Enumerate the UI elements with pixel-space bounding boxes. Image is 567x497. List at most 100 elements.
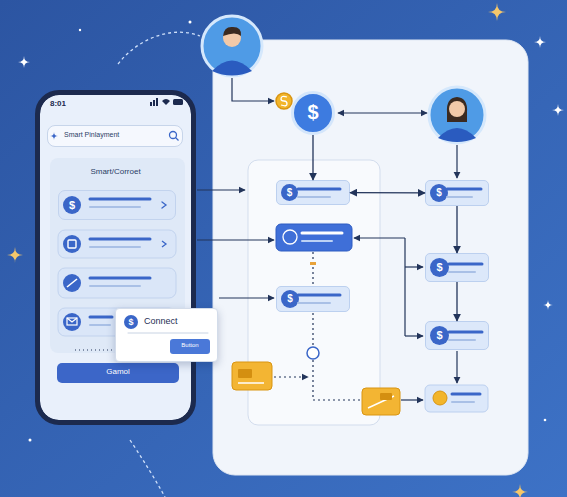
flow-arrow xyxy=(456,206,457,253)
sparkle xyxy=(534,36,546,48)
list-card xyxy=(67,318,77,322)
dollar-icon: $ xyxy=(281,290,299,308)
connector-line xyxy=(312,313,313,346)
text-line xyxy=(90,206,140,208)
text-line xyxy=(449,271,475,273)
connector-line xyxy=(232,78,274,101)
flow-arrow xyxy=(456,282,457,321)
list-card xyxy=(63,235,81,253)
flow-box: $ xyxy=(425,253,489,282)
dollar-icon: $ xyxy=(430,326,449,345)
flow-box xyxy=(302,232,342,235)
list-card xyxy=(67,279,77,287)
flow-box xyxy=(276,224,488,412)
dotted-leader xyxy=(75,350,113,351)
list-card xyxy=(90,277,150,280)
list-card xyxy=(90,285,140,287)
connector-line xyxy=(456,351,457,383)
flow-box: $ xyxy=(276,286,350,312)
connector-line xyxy=(197,189,245,190)
list-card xyxy=(63,313,81,331)
sparkle xyxy=(79,29,81,31)
person-avatar xyxy=(447,97,467,122)
popup-button: Button xyxy=(170,339,210,354)
connector-line xyxy=(405,335,423,336)
dollar-icon: $ xyxy=(63,196,81,214)
person-avatar xyxy=(202,16,262,76)
connector-line xyxy=(312,252,313,284)
gold-coin xyxy=(276,93,292,109)
phone-screen-fill xyxy=(36,91,195,424)
coin-node: $ xyxy=(291,91,335,135)
text-line xyxy=(449,331,482,334)
connector-line xyxy=(405,266,423,267)
label-text: $ xyxy=(294,101,332,124)
search-icon xyxy=(50,132,58,140)
list-card xyxy=(67,318,77,325)
flow-box xyxy=(425,385,488,412)
flow-box xyxy=(433,391,447,405)
dashed-curve xyxy=(130,440,165,497)
sparkle xyxy=(29,439,32,442)
list-card xyxy=(58,230,176,258)
text-line xyxy=(90,189,482,340)
connector-line xyxy=(456,145,457,178)
person-avatar xyxy=(223,27,241,36)
flow-box xyxy=(302,240,332,242)
app-button: Gamol xyxy=(57,363,179,383)
flow-box: $ xyxy=(425,321,489,350)
flow-box xyxy=(452,393,480,396)
person-avatar xyxy=(438,128,476,142)
label-text: Connect xyxy=(144,316,178,326)
status-icons xyxy=(150,98,183,106)
label-text: Button xyxy=(170,342,210,349)
sparkle xyxy=(7,3,564,497)
sparkle xyxy=(512,484,528,497)
person-avatar xyxy=(449,101,465,117)
junction-circle xyxy=(310,262,316,265)
connector-line xyxy=(401,399,423,400)
flow-panel xyxy=(213,40,528,475)
gold-card xyxy=(238,382,264,384)
sparkle xyxy=(189,21,192,24)
gold-card xyxy=(232,362,272,390)
list-card xyxy=(68,240,76,248)
text-line xyxy=(447,188,481,191)
connector-line xyxy=(338,112,427,113)
sparkle xyxy=(543,300,553,310)
connector-line xyxy=(404,238,405,336)
text-line xyxy=(449,263,482,266)
flow-arrow xyxy=(312,135,313,180)
connect-popup: $ConnectButton xyxy=(115,308,218,362)
text-line xyxy=(162,202,166,208)
flow-box xyxy=(452,401,474,403)
text-line xyxy=(298,188,340,191)
flow-box: $ xyxy=(425,180,489,206)
text-line xyxy=(298,294,340,297)
flow-box: $ xyxy=(276,180,350,205)
text-line xyxy=(298,196,330,198)
sparkle xyxy=(544,419,547,422)
label-text: Smart Pinlayment xyxy=(64,131,119,139)
label-text: 8:01 xyxy=(50,99,66,108)
phone-screen-fill xyxy=(40,95,191,420)
connector-line xyxy=(313,360,360,400)
dollar-icon: $ xyxy=(430,258,449,277)
flow-box xyxy=(276,224,352,251)
connector-line xyxy=(197,78,457,400)
list-card xyxy=(90,324,110,326)
gold-card xyxy=(238,369,252,378)
dollar-icon: $ xyxy=(281,184,298,201)
connector-line xyxy=(274,376,308,377)
status-icons xyxy=(150,102,152,106)
gold-card xyxy=(362,388,400,415)
sparkle xyxy=(552,104,564,116)
text-line xyxy=(90,198,150,201)
search-icon xyxy=(170,132,177,139)
flow-arrow xyxy=(350,192,425,194)
gold-coin xyxy=(281,96,287,105)
sparkle xyxy=(18,56,30,68)
search-icon xyxy=(50,132,179,141)
text-line xyxy=(298,302,330,304)
